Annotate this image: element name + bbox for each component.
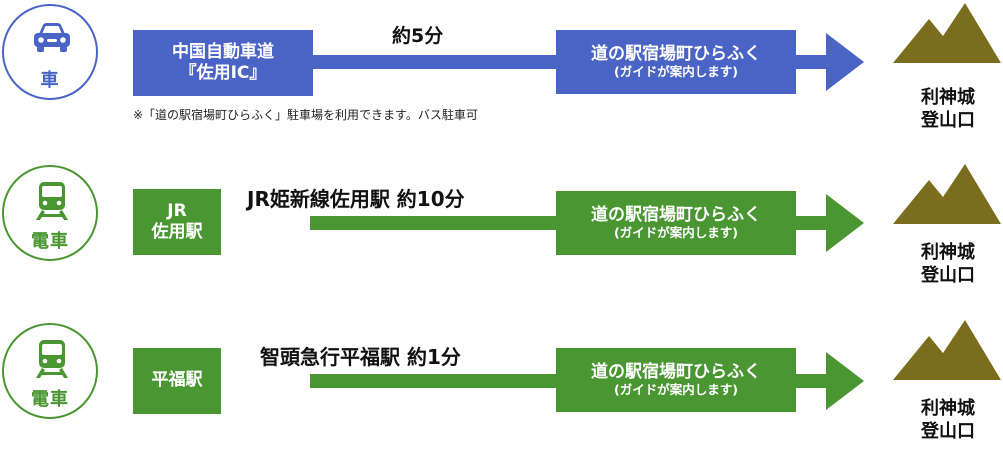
summit-line: 利神城: [921, 87, 975, 108]
start-box: 平福駅: [133, 348, 221, 414]
mountain-icon: [893, 3, 1001, 63]
summit-label: 利神城 登山口: [893, 397, 1003, 444]
mode-label: 電車: [31, 231, 69, 252]
destination-name: 道の駅宿場町ひらふく: [591, 204, 761, 225]
destination-name: 道の駅宿場町ひらふく: [591, 43, 761, 64]
summit-line: 利神城: [921, 398, 975, 419]
start-box: 中国自動車道 『佐用IC』: [133, 30, 313, 96]
destination-note: (ガイドが案内します): [614, 225, 738, 241]
start-line: JR: [167, 200, 187, 221]
start-box: JR 佐用駅: [133, 189, 221, 255]
route-arrow-head: [826, 352, 864, 410]
start-line: 佐用駅: [151, 222, 203, 242]
mountain-icon: [893, 164, 1001, 224]
start-line: 中国自動車道: [172, 41, 274, 62]
summit-line: 登山口: [921, 421, 975, 443]
summit-label: 利神城 登山口: [893, 241, 1003, 288]
travel-time: 智頭急行平福駅 約1分: [260, 345, 461, 369]
route-row-jr: 電車 JR 佐用駅 JR姫新線佐用駅 約10分 道の駅宿場町ひらふく (ガイドが…: [0, 161, 1003, 311]
route-arrow-head: [826, 33, 864, 91]
mode-label: 車: [40, 70, 60, 91]
mountain-icon: [893, 320, 1001, 380]
summit-line: 登山口: [921, 110, 975, 132]
route-row-car: 車 中国自動車道 『佐用IC』 約5分 道の駅宿場町ひらふく (ガイドが案内しま…: [0, 0, 1003, 150]
summit-line: 登山口: [921, 265, 975, 287]
travel-time: 約5分: [392, 25, 444, 47]
destination-note: (ガイドが案内します): [614, 382, 738, 398]
mode-badge-train: 電車: [2, 165, 98, 261]
summit-label: 利神城 登山口: [893, 86, 1003, 133]
destination-box: 道の駅宿場町ひらふく (ガイドが案内します): [556, 191, 796, 255]
car-icon: [34, 23, 70, 52]
parking-footnote: ※「道の駅宿場町ひらふく」駐車場を利用できます。バス駐車可: [133, 108, 478, 122]
summit-line: 利神城: [921, 242, 975, 263]
start-line: 『佐用IC』: [179, 63, 267, 83]
train-icon: [36, 340, 68, 378]
travel-time: JR姫新線佐用駅 約10分: [247, 187, 465, 211]
start-line: 平福駅: [151, 370, 203, 391]
mode-badge-car: 車: [2, 4, 98, 100]
mode-badge-train: 電車: [2, 323, 98, 419]
mode-label: 電車: [31, 389, 69, 410]
destination-name: 道の駅宿場町ひらふく: [591, 361, 761, 382]
route-arrow-head: [826, 194, 864, 252]
route-row-hirafuku: 電車 平福駅 智頭急行平福駅 約1分 道の駅宿場町ひらふく (ガイドが案内します…: [0, 319, 1003, 469]
destination-box: 道の駅宿場町ひらふく (ガイドが案内します): [556, 348, 796, 412]
train-icon: [36, 182, 68, 220]
destination-box: 道の駅宿場町ひらふく (ガイドが案内します): [556, 30, 796, 94]
destination-note: (ガイドが案内します): [614, 64, 738, 80]
